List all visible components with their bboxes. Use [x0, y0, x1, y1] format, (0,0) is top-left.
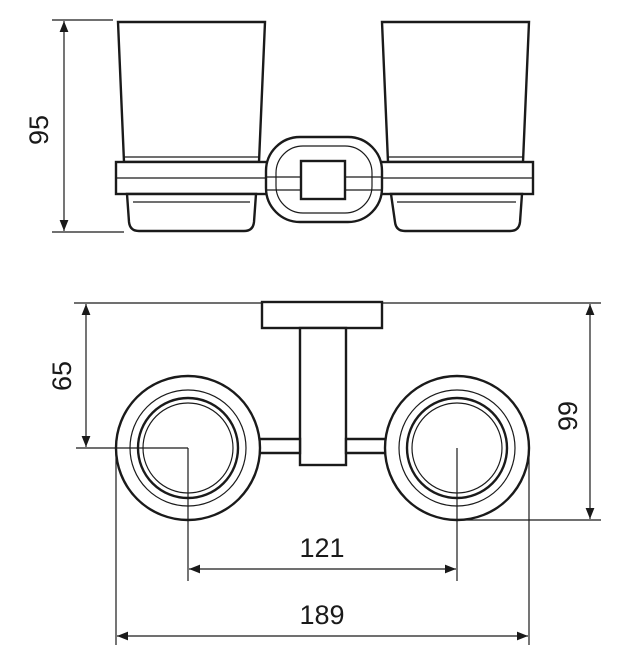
- dim-label-189: 189: [299, 600, 344, 630]
- right-glass: [380, 20, 531, 164]
- front-view: 95: [24, 19, 535, 233]
- dim-label-99: 99: [553, 401, 583, 431]
- right-base-cup: [389, 192, 524, 233]
- wall-flange: [260, 300, 384, 330]
- top-view: 65 99 121 189: [47, 300, 601, 645]
- left-base-cup: [125, 192, 258, 233]
- dim-label-121: 121: [299, 533, 344, 563]
- center-block: [299, 159, 347, 201]
- left-glass: [116, 20, 267, 164]
- dim-label-95: 95: [24, 115, 54, 145]
- dim-label-65: 65: [47, 361, 77, 391]
- stem: [298, 326, 348, 467]
